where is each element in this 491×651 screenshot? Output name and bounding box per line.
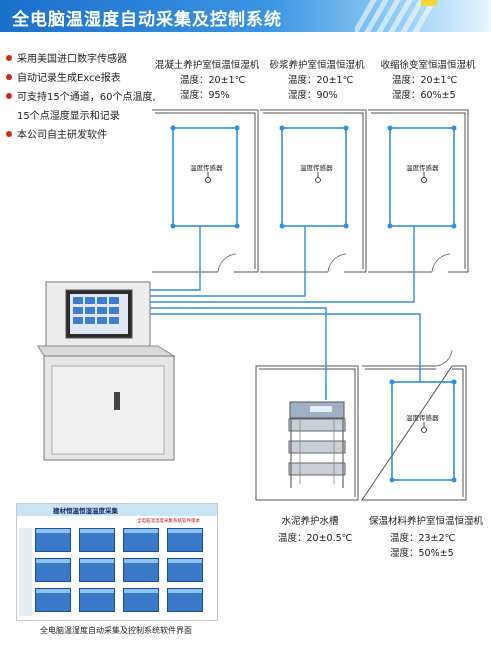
feature-item: 本公司自主研发软件 <box>6 126 156 145</box>
bullet-icon <box>6 74 12 80</box>
room-humidity: 湿度：60%±5 <box>392 90 456 101</box>
door-arc <box>431 253 451 273</box>
header-banner: 全电脑温湿度自动采集及控制系统 <box>0 0 491 32</box>
center-sensor <box>421 427 427 433</box>
room-title: 砂浆养护室恒温恒湿机 <box>269 60 365 71</box>
door-arc <box>217 253 237 273</box>
software-sidebar <box>19 528 32 616</box>
room-title: 保温材料养护室恒温恒湿机 <box>368 516 483 527</box>
sensor-node <box>387 125 393 131</box>
feature-item: 自动记录生成Exce报表 <box>6 69 156 88</box>
room-temp: 温度：23±2℃ <box>390 533 456 544</box>
bullet-icon <box>6 131 12 137</box>
sensor-node <box>451 223 457 229</box>
feature-list: 采用美国进口数字传感器 自动记录生成Exce报表 可支持15个通道，60个点温度… <box>6 50 156 145</box>
software-screenshot: 建材恒温恒湿温度采集 全电脑温湿度采集系统软件版本 <box>16 503 218 621</box>
sensor-node <box>389 477 395 483</box>
room-wall <box>152 109 259 273</box>
room-title: 混凝土养护室恒温恒湿机 <box>154 60 260 71</box>
software-header <box>17 504 217 516</box>
feature-item: 采用美国进口数字传感器 <box>6 50 156 69</box>
bullet-icon <box>6 93 12 99</box>
room-temp: 温度：20±1℃ <box>180 75 246 86</box>
channel-tile <box>79 558 115 582</box>
software-caption: 全电脑温湿度自动采集及控制系统软件界面 <box>40 626 192 635</box>
wiring <box>150 226 421 383</box>
feature-text: 本公司自主研发软件 <box>17 130 107 141</box>
sensor-node <box>451 125 457 131</box>
channel-tile <box>79 588 115 612</box>
sensor-node <box>279 223 285 229</box>
room-humidity: 湿度：95% <box>180 90 230 101</box>
sensor-node <box>343 223 349 229</box>
sensor-node <box>279 125 285 131</box>
channel-tile <box>123 558 159 582</box>
room-humidity: 湿度：50%±5 <box>390 548 454 559</box>
sensor-loop <box>172 127 238 227</box>
sensor-node <box>389 379 395 385</box>
sensor-node <box>170 125 176 131</box>
sensor-label: 温度传感器 <box>406 413 439 422</box>
channel-tile <box>35 558 71 582</box>
room-temp: 温度：20±1℃ <box>288 75 354 86</box>
channel-tile <box>167 558 203 582</box>
channel-tile <box>123 588 159 612</box>
center-sensor <box>421 177 427 183</box>
room-temp: 温度：20±1℃ <box>392 75 458 86</box>
sensor-node <box>234 223 240 229</box>
bullet-icon <box>6 55 12 61</box>
channel-tile <box>123 528 159 552</box>
feature-text: 可支持15个通道，60个点温度, <box>17 92 156 103</box>
door-arc <box>327 253 347 273</box>
sensor-node <box>387 223 393 229</box>
sensor-node <box>343 125 349 131</box>
room-wall <box>260 109 367 273</box>
channel-tile <box>167 588 203 612</box>
room-temp: 温度：20±0.5℃ <box>278 533 353 544</box>
feature-text: 自动记录生成Exce报表 <box>17 73 121 84</box>
feature-item: 可支持15个通道，60个点温度, <box>6 88 156 107</box>
door-arc <box>435 349 453 367</box>
channel-tile <box>79 528 115 552</box>
banner-accent-tab <box>421 0 437 6</box>
center-sensor <box>205 177 211 183</box>
channel-tile <box>167 528 203 552</box>
feature-text: 15个点湿度显示和记录 <box>17 111 120 122</box>
sensor-label: 温度传感器 <box>190 163 223 172</box>
control-cabinet <box>37 281 176 461</box>
feature-item: 15个点湿度显示和记录 <box>6 107 156 126</box>
sensor-node <box>234 125 240 131</box>
water-tank <box>288 401 346 488</box>
sensor-loop <box>281 127 347 227</box>
channel-tile <box>35 528 71 552</box>
room-title: 水泥养护水槽 <box>281 516 339 527</box>
sensor-label: 温度传感器 <box>406 163 439 172</box>
room-title: 收缩徐变室恒温恒湿机 <box>380 60 476 71</box>
sensor-node <box>170 223 176 229</box>
page-title: 全电脑温湿度自动采集及控制系统 <box>12 10 282 30</box>
sensor-label: 温度传感器 <box>300 163 333 172</box>
feature-text: 采用美国进口数字传感器 <box>17 54 127 65</box>
door-handle <box>114 392 120 410</box>
cabinet-door <box>51 365 165 455</box>
room-humidity: 湿度：90% <box>288 90 338 101</box>
sensor-node <box>451 477 457 483</box>
channel-tile <box>35 588 71 612</box>
center-sensor <box>315 177 321 183</box>
software-title: 建材恒温恒湿温度采集 <box>53 507 118 515</box>
screen-tiles <box>73 297 119 324</box>
room-wall <box>368 109 469 273</box>
room-wall <box>255 365 467 501</box>
software-subtitle: 全电脑温湿度采集系统软件版本 <box>137 519 200 524</box>
sensor-loop <box>389 127 455 227</box>
sensor-node <box>451 379 457 385</box>
sensor-loop <box>391 381 455 481</box>
